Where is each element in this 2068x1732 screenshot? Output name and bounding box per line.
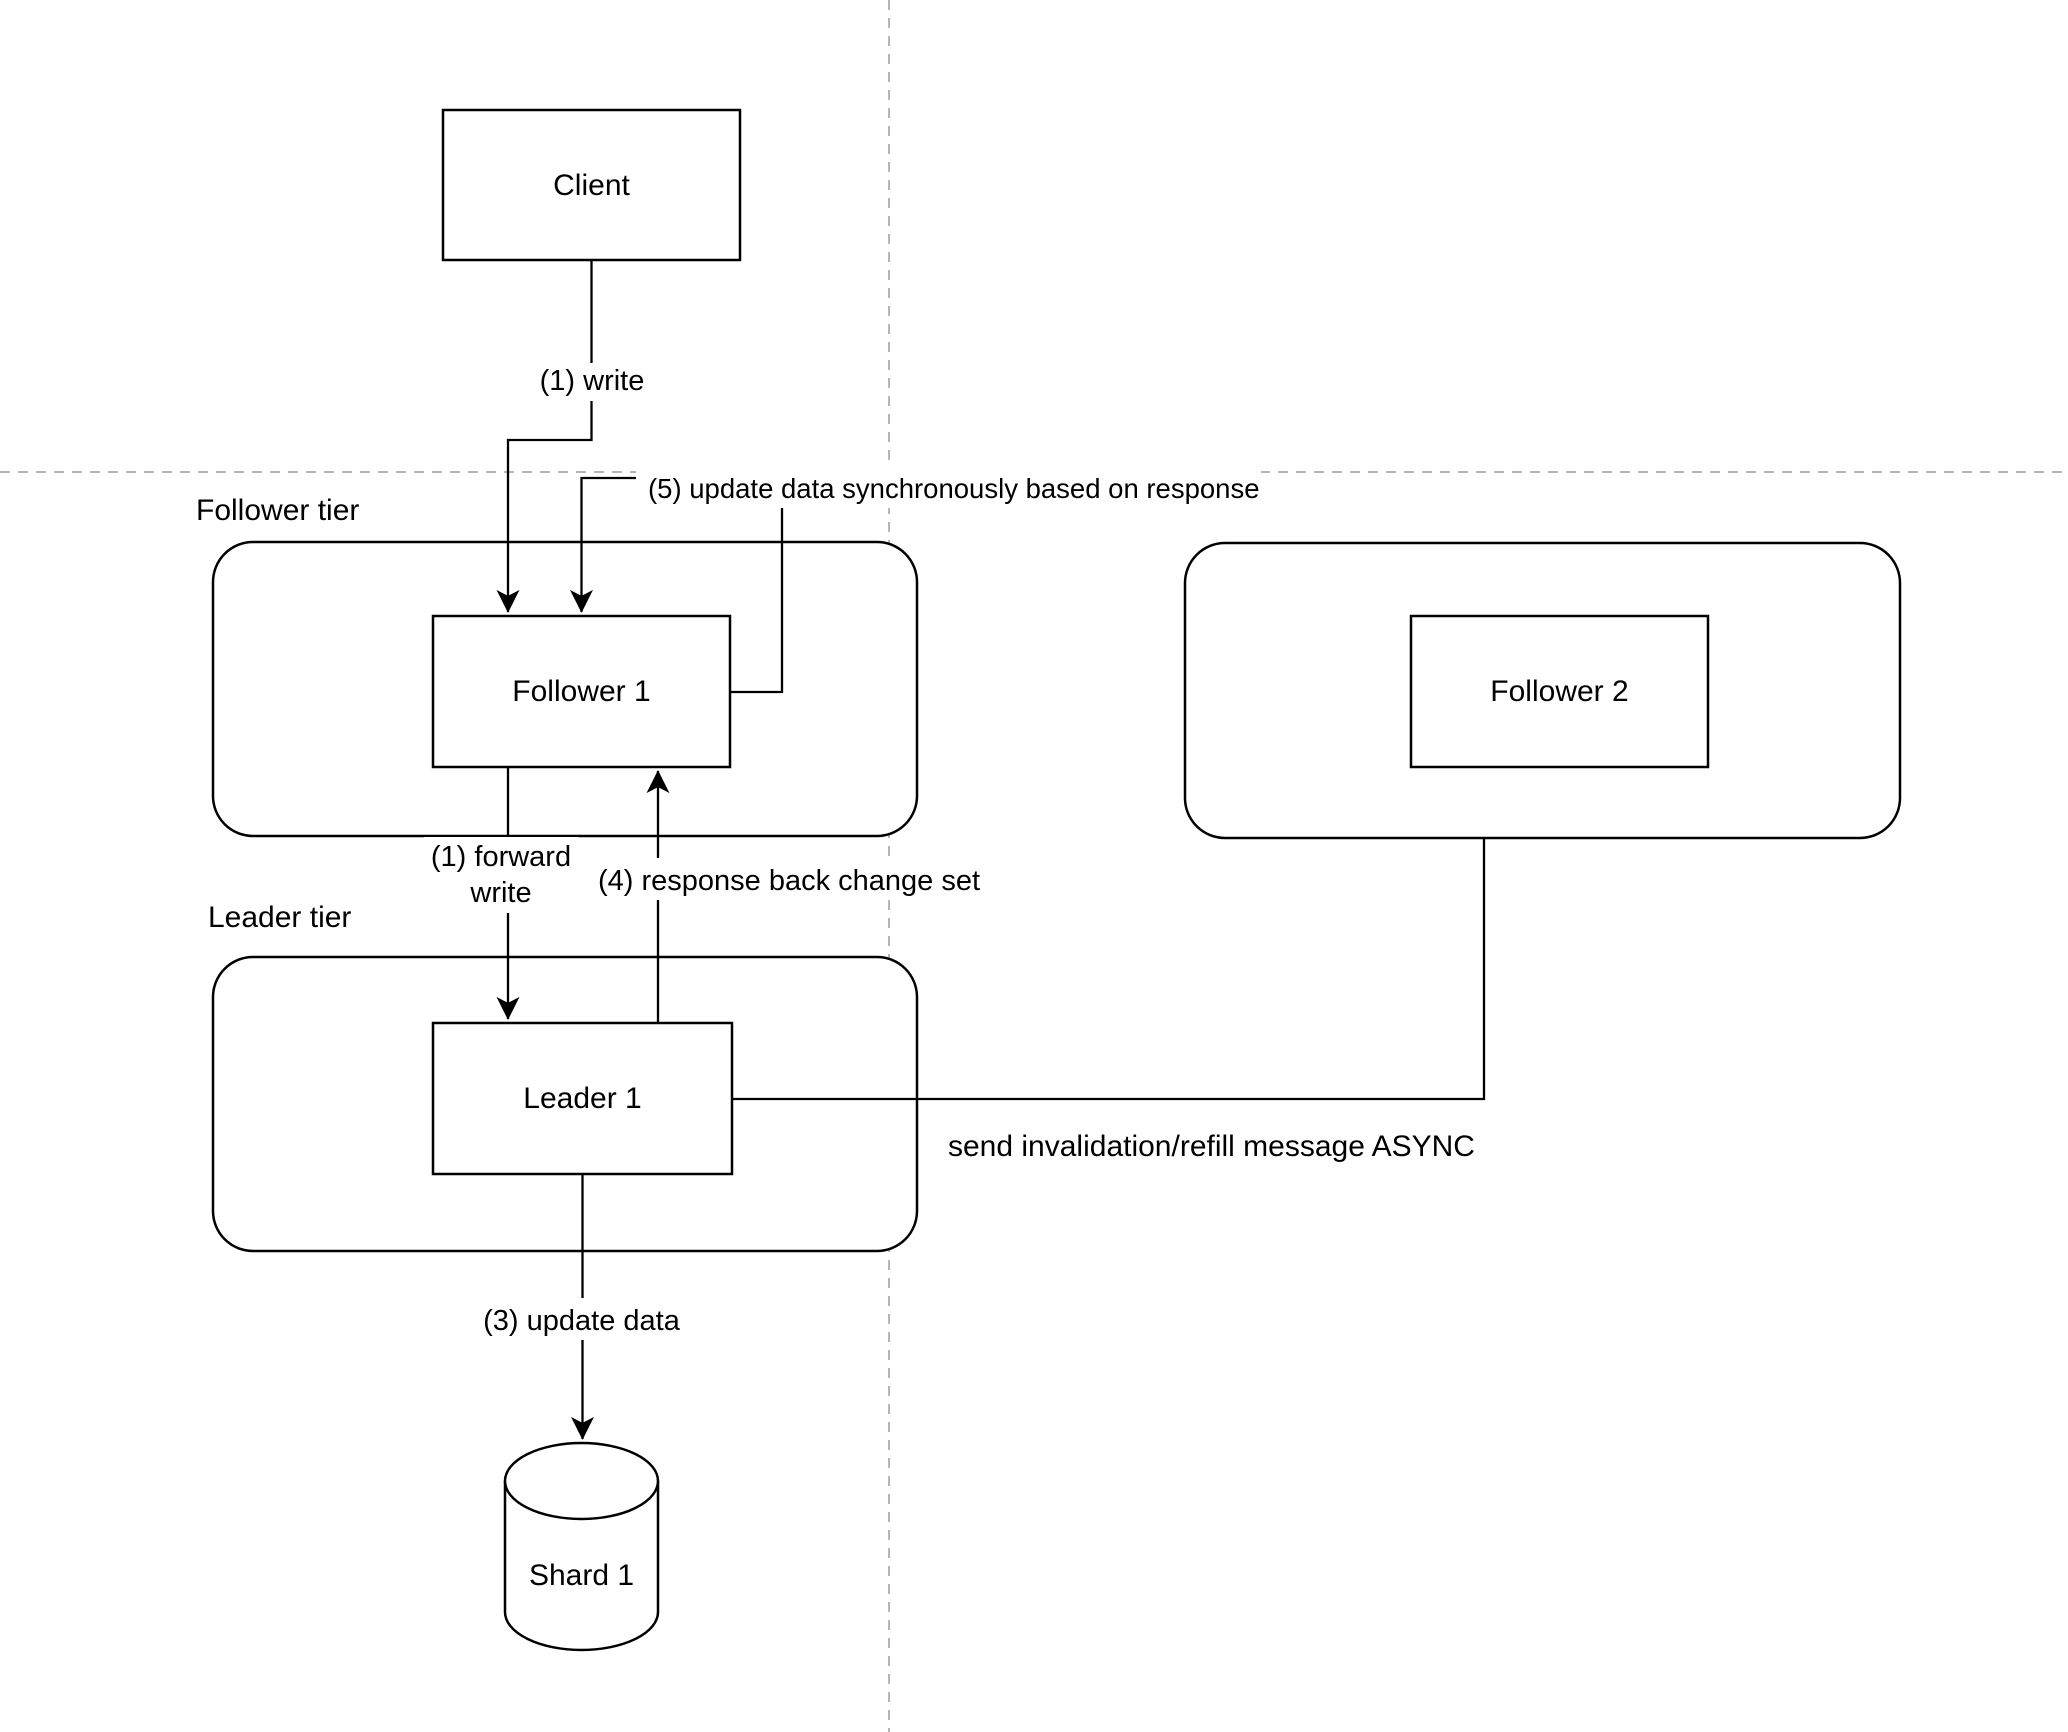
svg-text:(4) response back change set: (4) response back change set xyxy=(598,865,980,897)
shard1-cylinder-body xyxy=(503,1481,660,1652)
client-node-label: Client xyxy=(553,169,630,202)
svg-text:(1) forward: (1) forward xyxy=(431,841,571,873)
follower1-node xyxy=(431,614,732,769)
leader1-node-label: Leader 1 xyxy=(523,1082,641,1115)
follower-tier-label: Follower tier xyxy=(196,494,359,527)
leader1-node xyxy=(431,1021,734,1176)
svg-text:(5) update data synchronously: (5) update data synchronously based on r… xyxy=(648,473,1260,504)
svg-text:send invalidation/refill messa: send invalidation/refill message ASYNC xyxy=(948,1130,1475,1163)
svg-text:(3) update data: (3) update data xyxy=(483,1305,681,1337)
edge-label-update-sync: (5) update data synchronously based on r… xyxy=(636,467,1261,508)
follower1-node-label: Follower 1 xyxy=(512,675,650,708)
svg-text:(1) write: (1) write xyxy=(540,365,645,397)
edge-label-forward-write: (1) forward write xyxy=(424,837,578,913)
edge-invalidation xyxy=(732,839,1486,1101)
edge-label-response-back: (4) response back change set xyxy=(590,858,984,900)
shard1-cylinder-top xyxy=(503,1441,660,1521)
follower2-node-label: Follower 2 xyxy=(1490,675,1628,708)
edge-label-write: (1) write xyxy=(538,363,650,401)
leader-tier-label: Leader tier xyxy=(208,901,351,934)
edge-label-invalidation: send invalidation/refill message ASYNC xyxy=(940,1124,1490,1166)
svg-text:write: write xyxy=(469,877,531,909)
client-node xyxy=(441,108,742,262)
edge-label-update-data: (3) update data xyxy=(472,1298,691,1340)
follower2-node xyxy=(1409,614,1710,769)
shard1-node-label: Shard 1 xyxy=(529,1559,634,1592)
edge-client-write xyxy=(496,261,593,613)
shard1-node: Shard 1 xyxy=(503,1441,660,1652)
